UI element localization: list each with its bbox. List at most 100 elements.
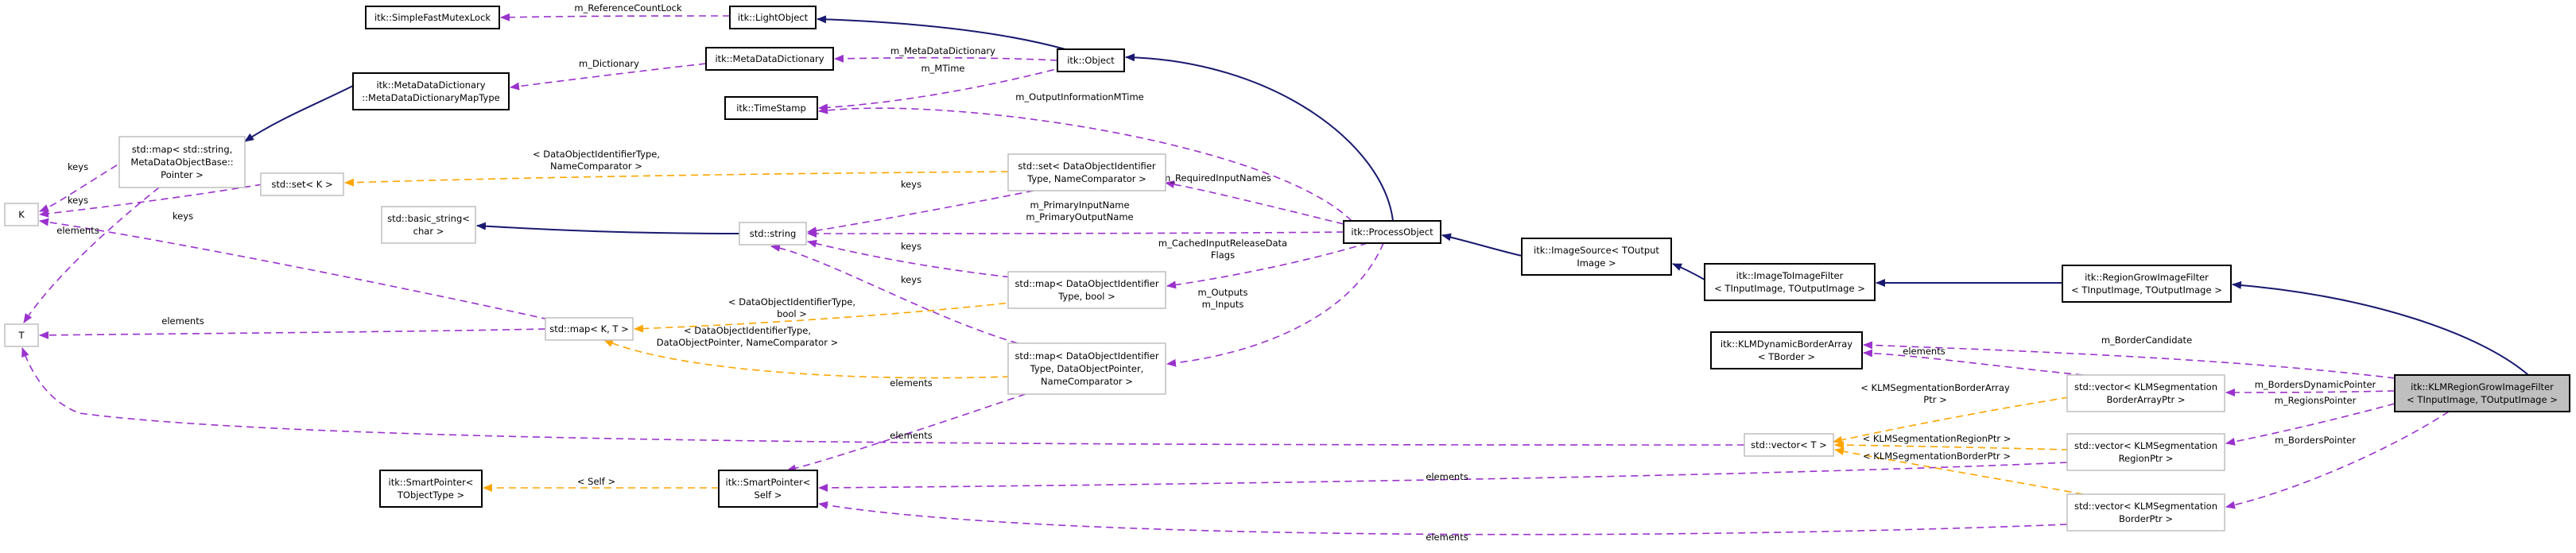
class-node-simple-mutex[interactable]: itk::SimpleFastMutexLock — [365, 6, 500, 29]
edge-elements-dynborder — [1863, 349, 2084, 376]
edge-tmpl-vecborder — [1834, 447, 2084, 495]
class-name-line: itk::KLMDynamicBorderArray — [1721, 338, 1852, 350]
edge-label-m-ref-count-lock: m_ReferenceCountLock — [574, 2, 682, 14]
class-node-vec-region-ptr[interactable]: std::vector< KLMSegmentationRegionPtr > — [2066, 433, 2225, 471]
edge-label-set-template: < DataObjectIdentifierType, — [533, 149, 660, 160]
class-name-line: BorderPtr > — [2119, 513, 2173, 524]
edge-label-m-cached-input: Flags — [1211, 249, 1235, 261]
class-node-std-map-kt[interactable]: std::map< K, T > — [545, 317, 634, 341]
class-node-vec-border-array[interactable]: std::vector< KLMSegmentationBorderArrayP… — [2066, 374, 2225, 412]
edge-label-m-required-input-names: m_RequiredInputNames — [1162, 172, 1271, 184]
class-box — [4, 323, 39, 347]
class-name-line: itk::Object — [1067, 55, 1115, 66]
class-name-line: ::MetaDataDictionaryMapType — [362, 92, 499, 103]
edge-stdstring-to-basicstring — [476, 222, 740, 234]
class-name-line: itk::ProcessObject — [1351, 226, 1433, 238]
edge-dictionary — [510, 63, 707, 91]
class-node-image-source[interactable]: itk::ImageSource< TOutputImage > — [1521, 238, 1672, 276]
class-name-line: char > — [413, 226, 444, 237]
edge-processobject-to-object — [1125, 53, 1394, 222]
edge-elements-smart2 — [818, 501, 2068, 536]
class-box — [705, 47, 834, 71]
class-node-timestamp[interactable]: itk::TimeStamp — [724, 96, 818, 120]
class-name-line: itk::SmartPointer< — [389, 477, 474, 488]
edge-label-primary-names: m_PrimaryInputName — [1030, 199, 1129, 211]
class-box — [1521, 238, 1672, 276]
edge-label-elements-smart-1: elements — [1426, 471, 1468, 482]
class-name-line: std::vector< KLMSegmentation — [2074, 381, 2217, 393]
class-name-line: < TInputImage, TOutputImage > — [2071, 284, 2222, 296]
class-node-image-to-image[interactable]: itk::ImageToImageFilter< TInputImage, TO… — [1704, 263, 1876, 301]
class-box — [2062, 265, 2232, 303]
class-node-std-string[interactable]: std::string — [739, 222, 807, 246]
class-name-line: itk::SimpleFastMutexLock — [374, 12, 491, 23]
edge-label-elements-map-string: elements — [56, 225, 99, 236]
edge-tmpl-vecregion — [1834, 441, 2070, 451]
class-node-std-set-k[interactable]: std::set< K > — [260, 172, 344, 196]
class-node-basic-string[interactable]: std::basic_string<char > — [381, 206, 476, 244]
class-name-line: Type, DataObjectPointer, — [1030, 363, 1144, 374]
edge-label-m-cached-input: m_CachedInputReleaseData — [1158, 238, 1287, 249]
class-name-line: TObjectType > — [397, 489, 464, 501]
class-name-line: itk::ImageToImageFilter — [1736, 270, 1844, 281]
class-box — [2394, 374, 2570, 412]
class-box — [118, 136, 246, 188]
class-box — [4, 203, 39, 226]
class-node-region-grow[interactable]: itk::RegionGrowImageFilter< TInputImage,… — [2062, 265, 2232, 303]
edge-tmpl-mapdoibool — [634, 301, 1018, 333]
edge-borderspointer — [2225, 411, 2450, 509]
class-node-light-object[interactable]: itk::LightObject — [729, 6, 817, 29]
class-box — [2066, 374, 2225, 412]
edge-label-vec-border-array-template: < KLMSegmentationBorderArray — [1860, 382, 2010, 393]
class-box — [718, 470, 818, 508]
class-node-t[interactable]: T — [4, 323, 39, 347]
edge-label-map-bool-template: < DataObjectIdentifierType, — [728, 296, 855, 307]
edge-imagesource-to-processobject — [1441, 233, 1523, 257]
edge-primarynames — [807, 229, 1344, 238]
edge-cachedinputflags — [1166, 242, 1368, 289]
edge-labels-layer: m_ReferenceCountLockm_MetaDataDictionary… — [56, 2, 2376, 543]
class-box — [1343, 220, 1441, 244]
class-node-std-map-string[interactable]: std::map< std::string,MetaDataObjectBase… — [118, 136, 246, 188]
edge-keys-mapdoibool — [807, 239, 1034, 280]
class-node-vec-border-ptr[interactable]: std::vector< KLMSegmentationBorderPtr > — [2066, 493, 2225, 532]
class-node-std-set-doi[interactable]: std::set< DataObjectIdentifierType, Name… — [1007, 153, 1166, 191]
class-node-smart-ptr-tobj[interactable]: itk::SmartPointer<TObjectType > — [379, 470, 483, 508]
class-node-meta-dict-map[interactable]: itk::MetaDataDictionary::MetaDataDiction… — [352, 72, 510, 110]
class-node-std-vector-t[interactable]: std::vector< T > — [1744, 433, 1834, 457]
edges-layer — [21, 13, 2529, 536]
class-name-line: std::vector< T > — [1751, 439, 1827, 451]
edge-label-m-dictionary: m_Dictionary — [579, 58, 639, 69]
edge-label-keys-map-kt: keys — [173, 211, 193, 222]
class-node-process-object[interactable]: itk::ProcessObject — [1343, 220, 1441, 244]
edge-klm-to-regiongrow — [2232, 280, 2529, 376]
edge-object-to-lightobject — [817, 15, 1066, 50]
class-node-std-map-doi-ptr[interactable]: std::map< DataObjectIdentifierType, Data… — [1007, 342, 1166, 395]
class-node-object[interactable]: itk::Object — [1057, 48, 1125, 72]
class-node-smart-ptr-self[interactable]: itk::SmartPointer<Self > — [718, 470, 818, 508]
class-name-line: itk::MetaDataDictionary — [376, 79, 485, 91]
class-name-line: itk::RegionGrowImageFilter — [2085, 272, 2209, 283]
class-node-meta-dict[interactable]: itk::MetaDataDictionary — [705, 47, 834, 71]
class-name-line: itk::KLMRegionGrowImageFilter — [2411, 381, 2554, 393]
edge-label-elements-map-doi-ptr: elements — [890, 377, 932, 389]
class-box — [1704, 263, 1876, 301]
edge-outputinfomtime — [818, 106, 1352, 222]
class-name-line: K — [18, 209, 25, 220]
class-box — [365, 6, 500, 29]
class-node-klm-region-grow[interactable]: itk::KLMRegionGrowImageFilter< TInputIma… — [2394, 374, 2570, 412]
edge-regionspointer — [2225, 403, 2396, 446]
class-name-line: std::map< std::string, — [132, 144, 233, 155]
edge-label-m-borders-pointer: m_BordersPointer — [2275, 435, 2356, 446]
class-box — [352, 72, 510, 110]
edge-label-elements-smart-2: elements — [1426, 532, 1468, 543]
class-name-line: std::map< DataObjectIdentifier — [1014, 350, 1158, 362]
class-node-std-map-doi-bool[interactable]: std::map< DataObjectIdentifierType, bool… — [1007, 271, 1166, 309]
class-name-line: Self > — [755, 489, 782, 501]
edge-label-set-template: NameComparator > — [550, 160, 642, 172]
class-box — [381, 206, 476, 244]
class-node-k[interactable]: K — [4, 203, 39, 226]
class-node-klm-dyn-border[interactable]: itk::KLMDynamicBorderArray< TBorder > — [1710, 331, 1863, 369]
class-box — [2066, 493, 2225, 532]
edge-elements-smart1 — [818, 462, 2068, 492]
